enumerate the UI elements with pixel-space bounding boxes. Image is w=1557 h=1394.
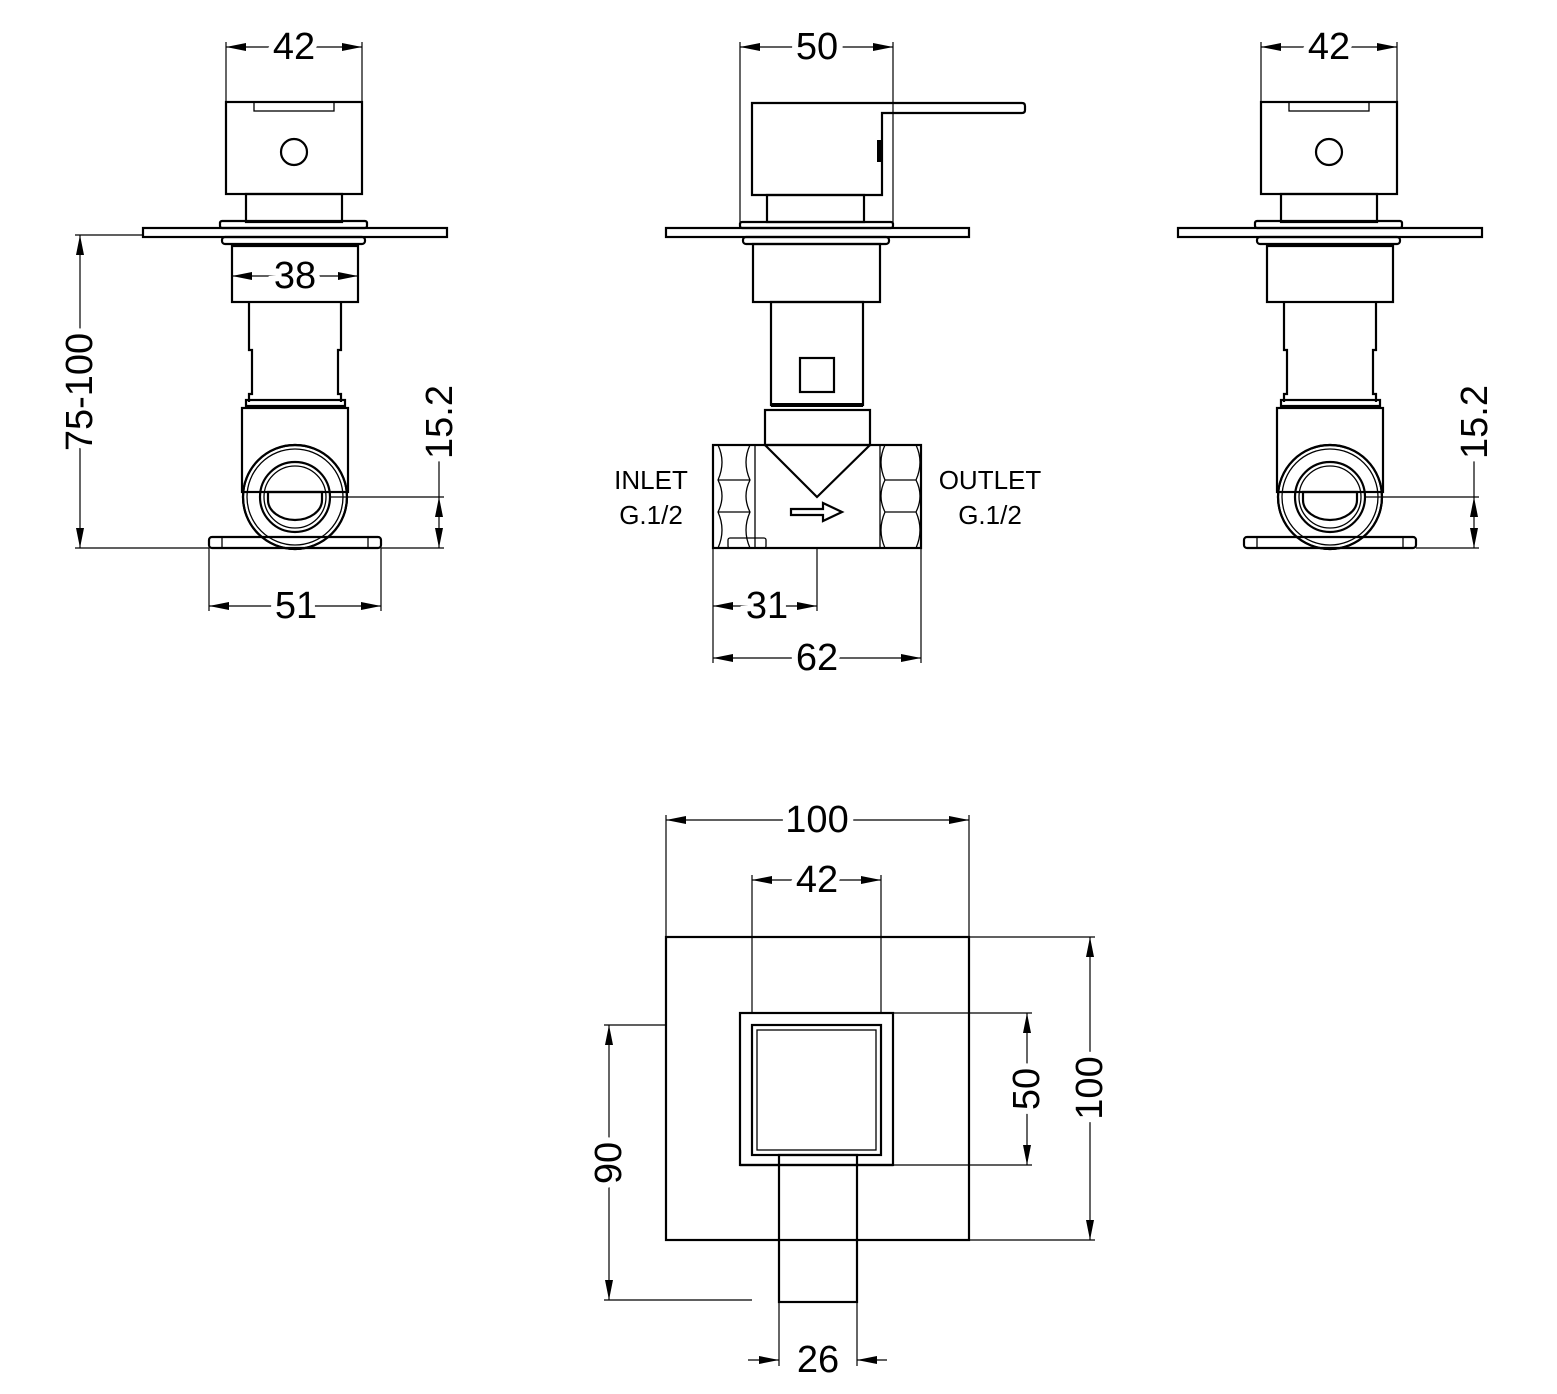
dim-lever-width: 26 (797, 1339, 839, 1381)
inlet-thread: G.1/2 (619, 500, 683, 530)
dim-plate-width: 100 (785, 799, 848, 841)
side-view-right: 42 15.2 (1176, 20, 1502, 551)
inlet-label: INLET (614, 465, 688, 495)
front-view: 50 INLET G.1/2 OUTLET G.1/2 31 62 (614, 20, 1042, 685)
dim-handle-width-right: 42 (1308, 26, 1350, 68)
dim-base-width: 51 (275, 585, 317, 627)
dim-overall-height: 90 (588, 1142, 630, 1184)
dim-body-width: 38 (274, 255, 316, 297)
dim-outlet-offset: 15.2 (419, 385, 461, 459)
side-view-left: 42 38 75-100 15.2 51 (53, 20, 467, 633)
dim-body-width-62: 62 (796, 637, 838, 679)
dim-plate-height: 100 (1069, 1056, 1111, 1119)
top-view: 100 42 50 100 90 26 (582, 793, 1117, 1387)
dim-depth-range: 75-100 (59, 333, 101, 451)
dim-handle-width: 42 (273, 26, 315, 68)
dim-front-handle-width: 50 (796, 26, 838, 68)
dim-half-body-width: 31 (746, 585, 788, 627)
dim-handle-height: 50 (1006, 1068, 1048, 1110)
dim-outlet-offset-right: 15.2 (1454, 385, 1496, 459)
outlet-thread: G.1/2 (958, 500, 1022, 530)
outlet-label: OUTLET (939, 465, 1042, 495)
dim-handle-inner-width: 42 (796, 859, 838, 901)
